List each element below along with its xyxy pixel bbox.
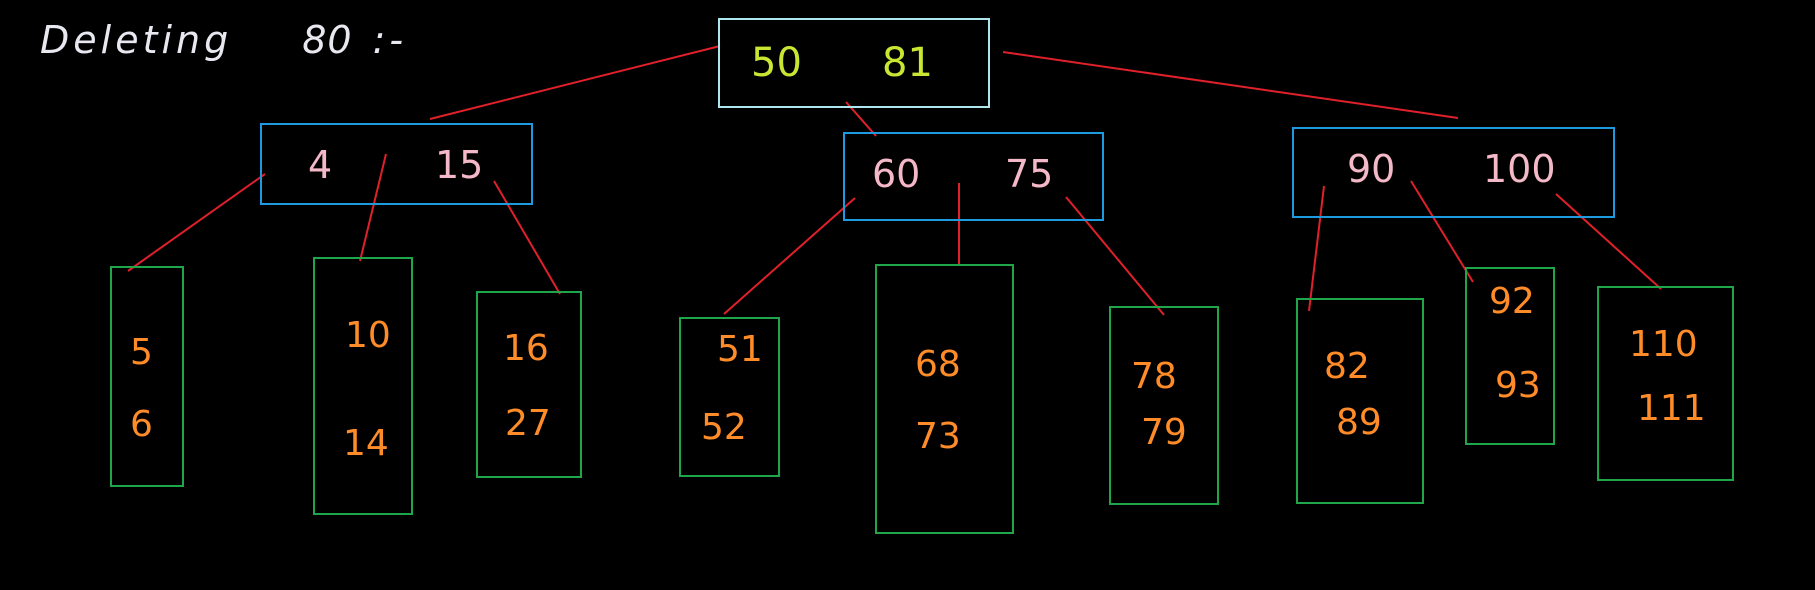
edge-internal3-leaf7 <box>1308 185 1325 312</box>
root-node: 50 81 <box>718 18 990 108</box>
leaf-6-key-2: 79 <box>1141 412 1187 453</box>
leaf-8-key-1: 92 <box>1489 281 1535 322</box>
leaf-5-key-2: 73 <box>915 416 961 457</box>
leaf-node-7: 82 89 <box>1296 298 1424 504</box>
internal-node-2: 60 75 <box>843 132 1104 221</box>
leaf-node-5: 68 73 <box>875 264 1014 534</box>
title-text: Deleting <box>40 18 233 62</box>
leaf-9-key-1: 110 <box>1629 324 1698 365</box>
edge-root-internal-3 <box>1002 51 1459 119</box>
edge-internal1-leaf3 <box>493 180 561 295</box>
edge-internal3-leaf8 <box>1410 180 1474 283</box>
internal-1-key-2: 15 <box>435 143 484 187</box>
leaf-8-key-2: 93 <box>1495 365 1541 406</box>
leaf-node-8: 92 93 <box>1465 267 1555 445</box>
leaf-node-3: 16 27 <box>476 291 582 478</box>
leaf-4-key-2: 52 <box>701 407 747 448</box>
title-separator: :- <box>372 18 408 62</box>
edge-internal3-leaf9 <box>1555 193 1662 290</box>
root-key-1: 50 <box>751 40 802 86</box>
leaf-3-key-1: 16 <box>503 328 549 369</box>
internal-2-key-1: 60 <box>872 152 921 196</box>
leaf-node-2: 10 14 <box>313 257 413 515</box>
leaf-7-key-1: 82 <box>1324 346 1370 387</box>
edge-internal1-leaf2 <box>359 153 387 262</box>
leaf-1-key-1: 5 <box>130 332 153 373</box>
leaf-1-key-2: 6 <box>130 404 153 445</box>
edge-internal2-leaf4 <box>723 197 856 315</box>
internal-1-key-1: 4 <box>308 143 333 187</box>
leaf-4-key-1: 51 <box>717 329 763 370</box>
internal-2-key-2: 75 <box>1005 152 1054 196</box>
leaf-7-key-2: 89 <box>1336 402 1382 443</box>
internal-3-key-1: 90 <box>1347 147 1396 191</box>
leaf-3-key-2: 27 <box>505 403 551 444</box>
leaf-6-key-1: 78 <box>1131 356 1177 397</box>
leaf-2-key-1: 10 <box>345 315 391 356</box>
title-number: 80 <box>302 18 353 62</box>
edge-internal2-leaf6 <box>1065 196 1165 316</box>
edge-root-internal-1 <box>429 45 721 120</box>
leaf-node-4: 51 52 <box>679 317 780 477</box>
leaf-9-key-2: 111 <box>1637 388 1706 429</box>
leaf-2-key-2: 14 <box>343 423 389 464</box>
internal-3-key-2: 100 <box>1483 147 1556 191</box>
diagram-title: Deleting 80 :- <box>40 18 407 62</box>
internal-node-3: 90 100 <box>1292 127 1615 218</box>
leaf-node-6: 78 79 <box>1109 306 1219 505</box>
edge-internal1-leaf1 <box>127 173 266 272</box>
leaf-node-1: 5 6 <box>110 266 184 487</box>
leaf-node-9: 110 111 <box>1597 286 1734 481</box>
leaf-5-key-1: 68 <box>915 344 961 385</box>
root-key-2: 81 <box>882 40 933 86</box>
internal-node-1: 4 15 <box>260 123 533 205</box>
